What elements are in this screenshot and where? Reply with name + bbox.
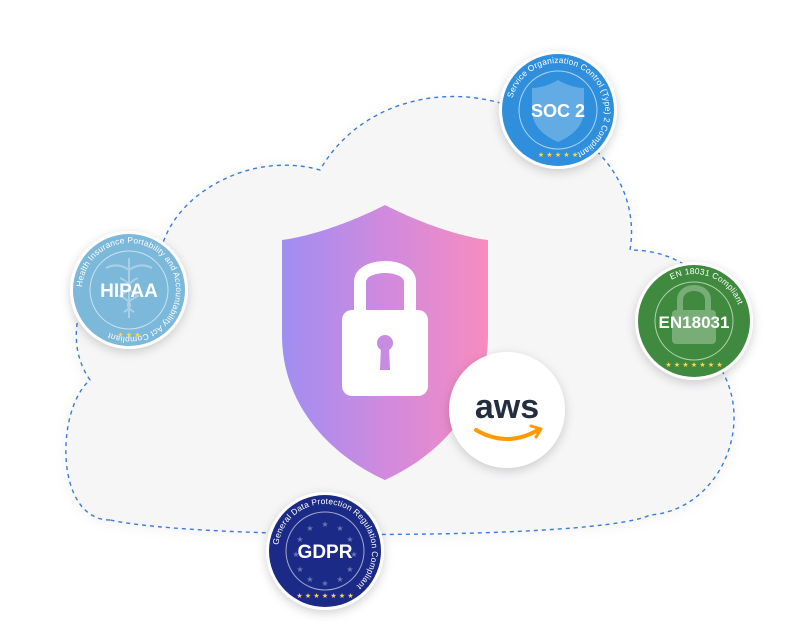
stars-icon: ★ ★ ★ ★ ★ ★ ★ (296, 592, 353, 600)
svg-text:★: ★ (296, 565, 303, 574)
stars-icon: ★ ★ ★ (117, 331, 140, 339)
svg-text:★: ★ (346, 535, 353, 544)
svg-text:★: ★ (306, 575, 313, 584)
stars-icon: ★ ★ ★ ★ ★ (538, 151, 578, 159)
stars-icon: ★ ★ ★ ★ ★ ★ ★ (665, 361, 722, 369)
aws-smile-icon (474, 428, 540, 441)
svg-text:★: ★ (336, 524, 343, 533)
soc2-label: SOC 2 (531, 101, 585, 121)
svg-text:★: ★ (336, 575, 343, 584)
svg-text:★: ★ (321, 579, 328, 588)
svg-text:★: ★ (292, 550, 299, 559)
shield-icon (532, 80, 584, 142)
hipaa-badge: Health Insurance Portability and Account… (70, 231, 188, 349)
caduceus-icon (105, 258, 153, 318)
svg-text:★: ★ (346, 565, 353, 574)
svg-text:★: ★ (350, 550, 357, 559)
gdpr-label: GDPR (298, 542, 353, 563)
gdpr-badge: ★ ★ ★ ★ ★ ★ ★ ★ ★ ★ ★ ★ General Data Pro… (266, 492, 384, 610)
hipaa-label: HIPAA (100, 281, 158, 302)
aws-logo-text: aws (475, 388, 539, 426)
padlock-icon (672, 285, 716, 344)
soc2-badge: Service Organization Control (Type) 2 Co… (499, 51, 617, 169)
en18031-badge: EN 18031 Compliant EN18031 ★ ★ ★ ★ ★ ★ ★ (635, 262, 753, 380)
central-shield (282, 205, 488, 480)
eu-stars-icon: ★ ★ ★ ★ ★ ★ ★ ★ ★ ★ ★ ★ (292, 520, 357, 588)
padlock-icon (342, 261, 428, 396)
svg-text:★: ★ (306, 524, 313, 533)
svg-text:★: ★ (321, 520, 328, 529)
en18031-label: EN18031 (659, 313, 730, 332)
aws-logo: aws (449, 352, 565, 468)
svg-text:★: ★ (296, 535, 303, 544)
